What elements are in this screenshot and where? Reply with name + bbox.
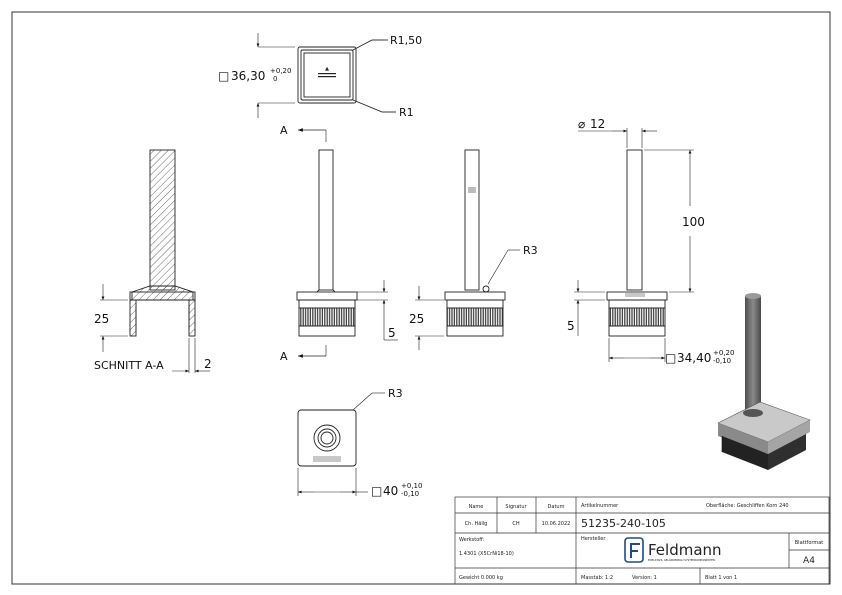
tb-oberflaeche: Oberfläche: Geschliffen Korn 240 (706, 503, 789, 509)
tb-col-signatur: Signatur (505, 504, 527, 510)
bottom-view (297, 392, 385, 496)
dim-square-right-tol-lower: -0,10 (713, 357, 731, 365)
dim-base-5-right: 5 (567, 319, 575, 333)
tb-row-signatur: CH (512, 521, 519, 527)
dim-radius-r3-side: R3 (523, 244, 538, 257)
dim-square-right: 34,40 (677, 351, 711, 365)
dim-square-top: 36,30 (231, 69, 265, 83)
dim-base-5-mid: 5 (388, 326, 396, 340)
dim-radius-r3-bottom: R3 (388, 387, 403, 400)
tb-col-name: Name (469, 504, 484, 510)
feldmann-logo: Feldmann EDELSTAHL GELÄNDERBAU SYSTEMKOM… (624, 537, 722, 563)
tb-row-label: Ch. Hällg (465, 521, 488, 527)
dim-square-symbol-bottom: □ (371, 484, 382, 498)
svg-text:▲: ▲ (325, 66, 329, 72)
section-marker-top: A (280, 124, 288, 137)
tb-row-datum: 10.06.2022 (542, 521, 571, 527)
dim-diameter-symbol: ⌀ (578, 117, 585, 131)
dim-radius-outer: R1,50 (390, 34, 422, 47)
dim-height-25-mid: 25 (409, 312, 424, 326)
isometric-render (717, 293, 811, 470)
right-view (574, 128, 694, 362)
dim-height-25-left: 25 (94, 312, 109, 326)
dim-square-top-tol-lower: 0 (273, 75, 277, 83)
title-block (454, 496, 830, 585)
dim-square-symbol-right: □ (665, 351, 676, 365)
tb-version: Version: 1 (632, 575, 657, 581)
tb-artikel-value: 51235-240-105 (581, 517, 666, 530)
dim-square-bottom-tol-upper: +0,10 (401, 482, 422, 490)
tb-col-datum: Datum (548, 504, 565, 510)
tb-blattformat-value: A4 (803, 556, 815, 566)
dim-radius-inner: R1 (399, 106, 414, 119)
dim-diameter-12: 12 (590, 117, 605, 131)
dim-square-symbol: □ (218, 69, 229, 83)
tb-massstab: Masstab: 1:2 (581, 575, 613, 581)
dim-square-right-tol-upper: +0,20 (713, 349, 734, 357)
dim-square-bottom-tol-lower: -0,10 (401, 490, 419, 498)
dim-wall-2: 2 (204, 357, 212, 371)
dim-square-top-tol-upper: +0,20 (270, 67, 291, 75)
logo-text: Feldmann (648, 541, 722, 559)
section-view (100, 149, 210, 373)
dim-length-100: 100 (682, 215, 705, 229)
tb-werkstoff-value: 1.4301 (X5CrNi18-10) (459, 551, 514, 557)
tb-hersteller-label: Hersteller (581, 536, 606, 542)
front-view (296, 128, 398, 358)
tb-gewicht: Gewicht 0.000 kg (459, 575, 503, 581)
section-marker-bottom: A (280, 350, 288, 363)
tb-blattformat-label: Blattformat (795, 540, 824, 546)
tb-werkstoff-label: Werkstoff: (459, 537, 485, 543)
sheet-border (11, 11, 831, 585)
section-label: SCHNITT A-A (94, 359, 164, 372)
top-view: ▲ (256, 33, 396, 118)
side-view (415, 149, 520, 350)
tb-blatt: Blatt 1 von 1 (705, 575, 737, 581)
tb-artikel-label: Artikelnummer (581, 503, 619, 509)
logo-tagline: EDELSTAHL GELÄNDERBAU SYSTEMKOMPONENTEN (648, 557, 715, 562)
dim-square-bottom: 40 (383, 484, 398, 498)
